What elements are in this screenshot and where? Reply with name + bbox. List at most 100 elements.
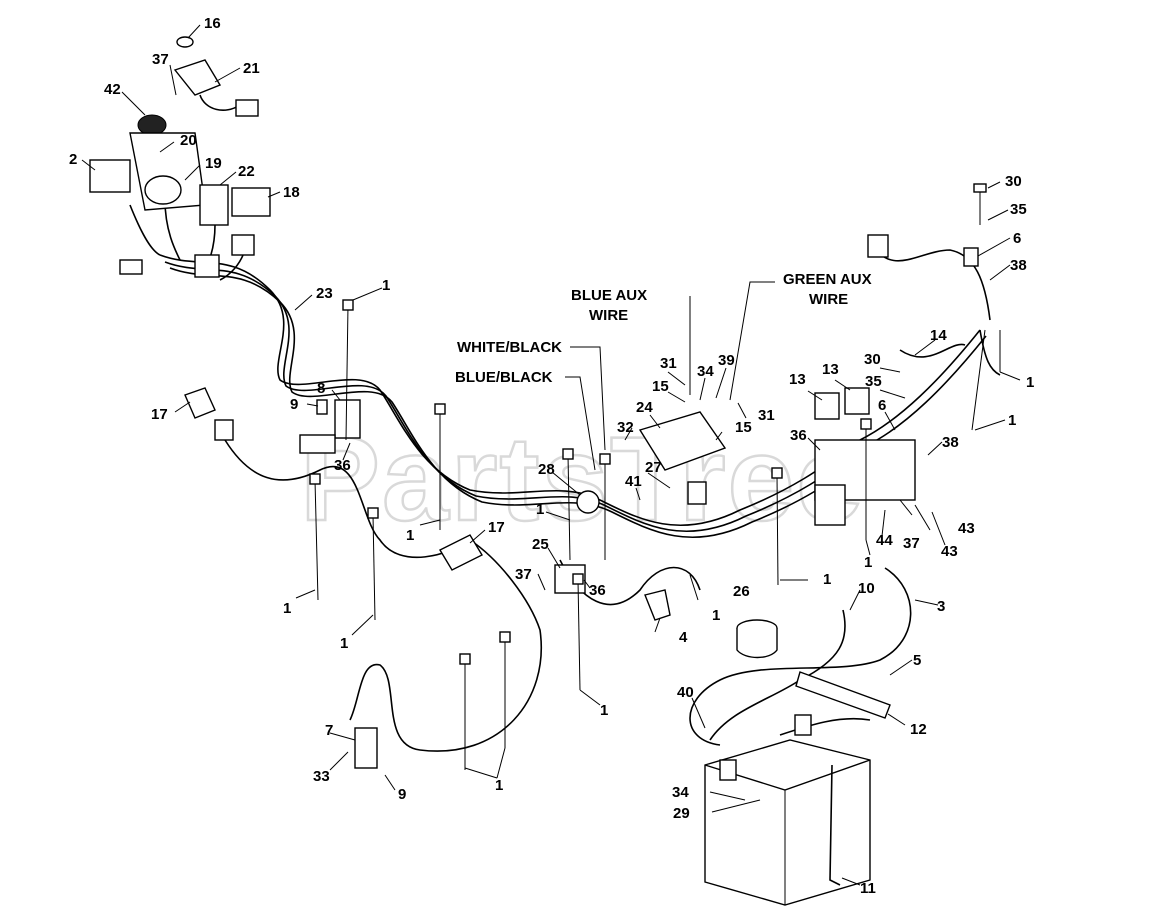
- label-6-a: 6: [878, 397, 886, 414]
- label-42: 42: [104, 81, 121, 98]
- part-6-bracket: [963, 247, 979, 267]
- label-1-d: 1: [340, 635, 348, 652]
- part-19-switch: [144, 175, 182, 205]
- battery-terminal-neg: [719, 759, 737, 781]
- label-17-b: 17: [488, 519, 505, 536]
- part-16-cap: [176, 36, 194, 48]
- callout-blue-aux-1: BLUE AUX: [571, 287, 647, 304]
- label-40: 40: [677, 684, 694, 701]
- cable-ties: [309, 299, 1001, 770]
- label-43-b: 43: [941, 543, 958, 560]
- label-25: 25: [532, 536, 549, 553]
- parts: [89, 36, 987, 906]
- right-connector: [867, 234, 889, 258]
- part-21-connector: [235, 99, 259, 117]
- callout-green-aux-1: GREEN AUX: [783, 271, 872, 288]
- label-19: 19: [205, 155, 222, 172]
- label-21: 21: [243, 60, 260, 77]
- label-11: 11: [860, 880, 876, 897]
- label-15-a: 15: [652, 378, 669, 395]
- label-31-b: 31: [758, 407, 775, 424]
- label-1-g: 1: [495, 777, 503, 794]
- part-9-clip: [316, 399, 328, 415]
- part-17-sensor: [184, 387, 216, 419]
- part-4-boot: [644, 589, 671, 621]
- label-1-l: 1: [864, 554, 872, 571]
- part-42-cap: [137, 114, 167, 136]
- label-1-c: 1: [283, 600, 291, 617]
- part-17-plug: [214, 419, 234, 441]
- label-34-b: 34: [672, 784, 689, 801]
- label-14: 14: [930, 327, 947, 344]
- callout-green-aux-2: WIRE: [809, 291, 848, 308]
- part-24-solenoid: [638, 411, 727, 471]
- label-9-a: 9: [290, 396, 298, 413]
- fuse-block-lower: [814, 484, 846, 526]
- part-22-switch: [199, 184, 229, 226]
- part-29-battery: [704, 739, 871, 906]
- label-22: 22: [238, 163, 255, 180]
- label-30-b: 30: [1005, 173, 1022, 190]
- label-44: 44: [876, 532, 893, 549]
- label-29: 29: [673, 805, 690, 822]
- label-2: 2: [69, 151, 77, 168]
- part-17-sensor-2: [439, 534, 483, 571]
- battery-terminal-pos: [794, 714, 812, 736]
- part-number-labels: 16 37 21 42 20 19 2 22 18 23 1 17 9 8 36…: [69, 15, 1034, 897]
- label-33: 33: [313, 768, 330, 785]
- label-16: 16: [204, 15, 221, 32]
- label-1-i: 1: [823, 571, 831, 588]
- label-26: 26: [733, 583, 750, 600]
- label-1-b: 1: [406, 527, 414, 544]
- label-12: 12: [910, 721, 927, 738]
- label-1-a: 1: [382, 277, 390, 294]
- part-8-relay: [334, 399, 361, 439]
- part-2-meter: [89, 159, 131, 193]
- label-37-b: 37: [515, 566, 532, 583]
- label-1-h: 1: [712, 607, 720, 624]
- label-13-a: 13: [789, 371, 806, 388]
- label-7: 7: [325, 722, 333, 739]
- label-37-c: 37: [903, 535, 920, 552]
- part-27-fuse: [687, 481, 707, 505]
- label-38-a: 38: [942, 434, 959, 451]
- label-34-a: 34: [697, 363, 714, 380]
- label-4: 4: [679, 629, 688, 646]
- part-7-connector: [354, 727, 378, 769]
- label-37: 37: [152, 51, 169, 68]
- label-8: 8: [317, 380, 325, 397]
- part-13-relay-a: [814, 392, 840, 420]
- wire-callouts: BLUE AUX WIRE GREEN AUX WIRE WHITE/BLACK…: [455, 271, 872, 386]
- leader-lines: [81, 24, 1021, 886]
- part-18-switch: [231, 187, 271, 217]
- part-12-strap: [795, 671, 891, 719]
- part-18-connector: [231, 234, 255, 256]
- callout-blue-aux-2: WIRE: [589, 307, 628, 324]
- label-38-b: 38: [1010, 257, 1027, 274]
- label-30-a: 30: [864, 351, 881, 368]
- label-35-a: 35: [865, 373, 882, 390]
- part-30-bolt-head: [973, 183, 987, 193]
- label-20: 20: [180, 132, 197, 149]
- label-17-a: 17: [151, 406, 168, 423]
- label-18: 18: [283, 184, 300, 201]
- label-36-b: 36: [589, 582, 606, 599]
- label-6-b: 6: [1013, 230, 1021, 247]
- label-27: 27: [645, 459, 662, 476]
- label-5: 5: [913, 652, 921, 669]
- label-1-j: 1: [1008, 412, 1016, 429]
- connector-mid: [194, 254, 220, 278]
- label-28: 28: [538, 461, 555, 478]
- callout-blue-black: BLUE/BLACK: [455, 369, 553, 386]
- connector-left: [119, 259, 143, 275]
- label-13-b: 13: [822, 361, 839, 378]
- callout-white-black: WHITE/BLACK: [457, 339, 562, 356]
- label-1-k: 1: [1026, 374, 1034, 391]
- label-9-b: 9: [398, 786, 406, 803]
- label-23: 23: [316, 285, 333, 302]
- label-35-b: 35: [1010, 201, 1027, 218]
- label-1-f: 1: [600, 702, 608, 719]
- label-15-b: 15: [735, 419, 752, 436]
- label-39: 39: [718, 352, 735, 369]
